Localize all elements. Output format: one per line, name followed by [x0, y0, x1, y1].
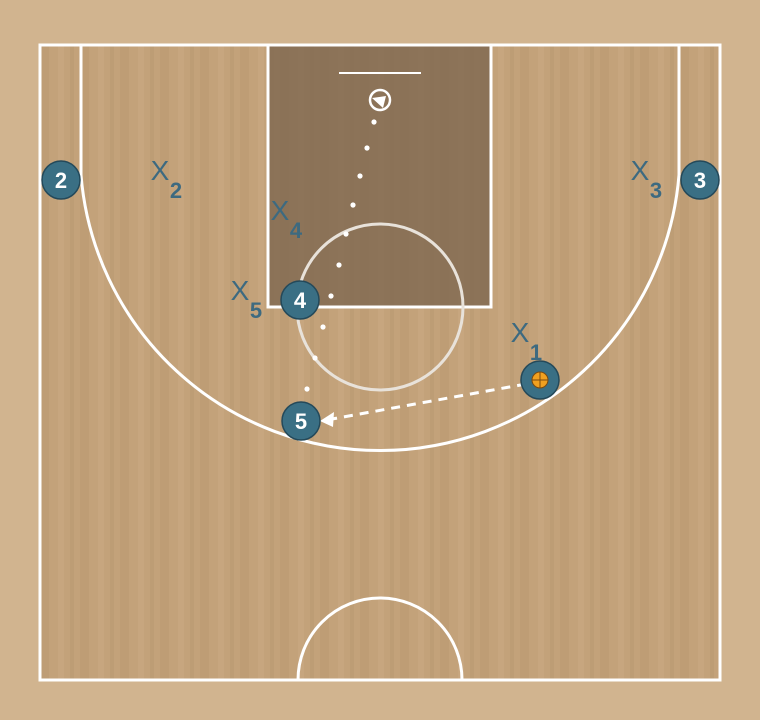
pass-arrowhead	[320, 412, 334, 427]
defender-number: 3	[650, 178, 662, 203]
player-number: 2	[55, 168, 67, 193]
defender-letter: X	[151, 155, 170, 186]
offense-player-4[interactable]: 4	[280, 280, 320, 320]
defender-x3: X3	[631, 155, 662, 203]
cut-path-dot	[336, 262, 342, 268]
defender-letter: X	[511, 317, 530, 348]
offense-layer: 2 3 4 5	[41, 160, 720, 441]
cut-path-dot	[320, 324, 326, 330]
defender-number: 5	[250, 298, 262, 323]
defender-x2: X2	[151, 155, 182, 203]
court-lines	[38, 43, 722, 682]
player-number: 4	[294, 288, 307, 313]
defender-x1: X1	[511, 317, 542, 365]
lane-lines	[266, 43, 493, 309]
defender-number: 1	[530, 340, 542, 365]
cut-path-dot	[304, 386, 310, 392]
cut-path-dot	[328, 293, 334, 299]
defender-x5: X5	[231, 275, 262, 323]
paint-area	[268, 45, 491, 307]
cut-path-dot	[357, 173, 363, 179]
pass-1-to-5	[320, 382, 527, 427]
player-marker	[280, 280, 320, 320]
basketball-icon	[531, 371, 549, 389]
actions-layer	[304, 96, 527, 427]
offense-player-1[interactable]	[520, 360, 560, 400]
cut-path-dot	[364, 145, 370, 151]
player-marker	[41, 160, 81, 200]
offense-player-5[interactable]: 5	[281, 401, 321, 441]
cut-path-dot	[371, 119, 377, 125]
offense-player-3[interactable]: 3	[680, 160, 720, 200]
defender-letter: X	[631, 155, 650, 186]
player-number: 3	[694, 168, 706, 193]
rim	[368, 88, 392, 112]
player-number: 5	[295, 409, 307, 434]
defender-number: 4	[290, 218, 303, 243]
cut-path-dot	[343, 231, 349, 237]
three-point-arc	[79, 174, 681, 453]
cut-5-to-basket	[304, 96, 386, 392]
player-marker	[680, 160, 720, 200]
player-marker	[281, 401, 321, 441]
defender-letter: X	[231, 275, 250, 306]
defender-number: 2	[170, 178, 182, 203]
cut-path-dot	[350, 202, 356, 208]
defender-x4: X4	[271, 195, 303, 243]
defender-letter: X	[271, 195, 290, 226]
offense-player-2[interactable]: 2	[41, 160, 81, 200]
center-circle	[296, 596, 464, 681]
cut-path-dot	[312, 355, 318, 361]
cut-arrowhead	[372, 96, 386, 108]
